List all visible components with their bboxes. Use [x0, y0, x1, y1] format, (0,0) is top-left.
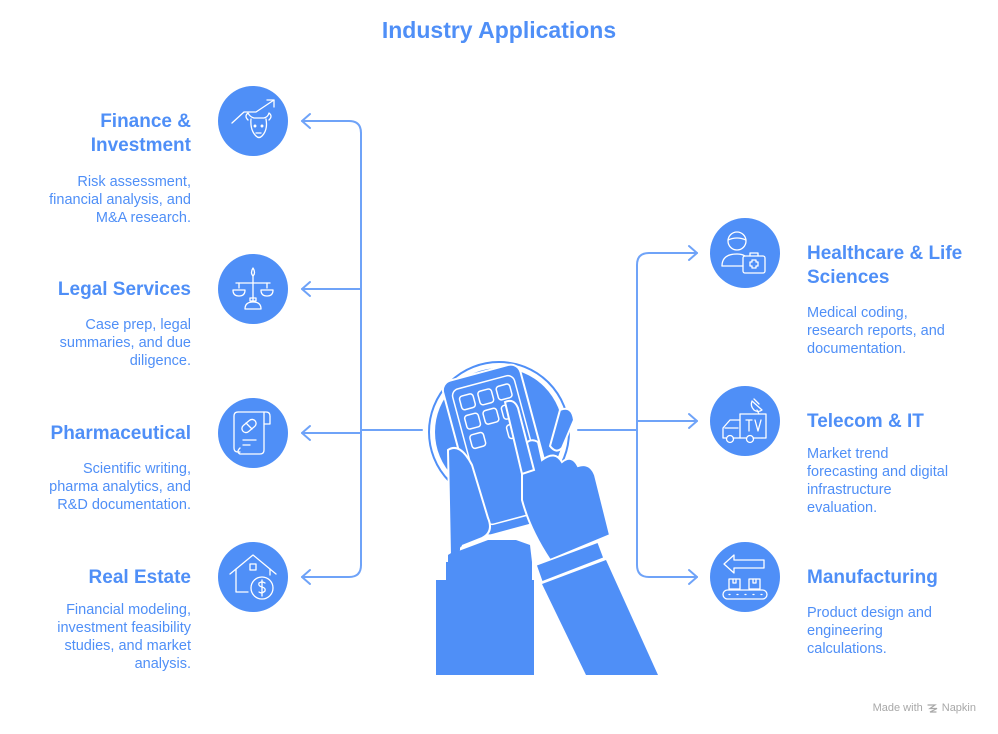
napkin-logo-icon — [927, 703, 938, 713]
pharma-title: Pharmaceutical — [50, 423, 191, 444]
arrow-legal — [301, 281, 311, 297]
bull-market-icon — [231, 99, 275, 139]
right-hand — [503, 399, 658, 675]
telecom-icon-circle — [710, 386, 780, 456]
arrow-healthcare — [688, 245, 698, 261]
manufacturing-title: Manufacturing — [807, 567, 938, 588]
right-sleeve — [542, 560, 658, 675]
telecom-title: Telecom & IT — [807, 411, 924, 432]
scales-of-justice-icon — [232, 267, 274, 310]
arrow-finance — [301, 113, 311, 129]
conveyor-belt-icon — [722, 554, 768, 600]
pharma-description: Scientific writing, pharma analytics, an… — [49, 461, 191, 513]
arrow-manufacturing — [688, 569, 698, 585]
right-cuff — [535, 541, 605, 583]
realestate-description: Financial modeling, investment feasibili… — [57, 602, 191, 672]
pharma-icon-circle — [218, 398, 288, 468]
napkin-brand-text: Napkin — [941, 702, 976, 714]
arrow-telecom — [688, 413, 698, 429]
arrow-pharma — [301, 425, 311, 441]
finance-icon-circle — [218, 86, 288, 156]
healthcare-title: Healthcare & Life Sciences — [807, 243, 963, 288]
manufacturing-icon-circle — [710, 542, 780, 612]
left-spine — [301, 120, 362, 134]
telecom-description: Market trend forecasting and digital inf… — [807, 446, 949, 516]
left-hand — [436, 446, 534, 675]
legal-title: Legal Services — [57, 279, 191, 300]
realestate-title: Real Estate — [88, 567, 191, 588]
doctor-medkit-icon — [721, 231, 766, 274]
made-with-text: Made with — [872, 702, 923, 714]
left-cuff — [446, 562, 532, 580]
prescription-pill-icon — [233, 411, 271, 455]
legal-description: Case prep, legal summaries, and due dili… — [59, 317, 191, 369]
tv-van-icon — [722, 398, 767, 444]
finance-title: Finance & Investment — [90, 111, 191, 156]
realestate-icon-circle — [218, 542, 288, 612]
house-dollar-icon — [229, 554, 277, 600]
diagram-title: Industry Applications — [381, 17, 617, 43]
arrow-realestate — [301, 569, 311, 585]
hands-calculator-icon — [428, 361, 658, 675]
manufacturing-description: Product design and engineering calculati… — [807, 605, 932, 657]
legal-icon-circle — [218, 254, 288, 324]
healthcare-icon-circle — [710, 218, 780, 288]
healthcare-description: Medical coding, research reports, and do… — [807, 305, 945, 357]
right-spine — [636, 252, 698, 363]
left-sleeve — [436, 580, 534, 675]
footer-watermark: Made with Napkin — [873, 702, 976, 714]
finance-description: Risk assessment, financial analysis, and… — [49, 174, 191, 226]
